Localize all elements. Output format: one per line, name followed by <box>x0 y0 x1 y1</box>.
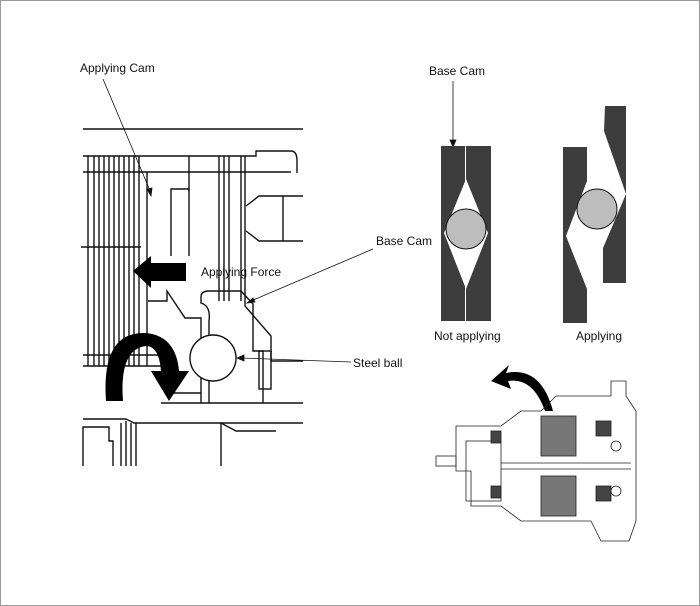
not-applying-cam <box>441 146 491 321</box>
rotation-arrow-icon <box>105 332 189 401</box>
steel-ball-left <box>189 334 237 382</box>
leader-lines <box>102 78 457 363</box>
label-not-applying: Not applying <box>434 329 501 343</box>
mechanism-cross-section <box>81 128 303 466</box>
label-applying: Applying <box>576 329 623 343</box>
transfer-case-assembly <box>435 380 637 542</box>
curved-arrow-icon <box>491 365 553 411</box>
label-base-cam-top: Base Cam <box>429 64 486 78</box>
applying-force-arrow-icon <box>133 256 186 288</box>
label-applying-cam: Applying Cam <box>80 61 155 75</box>
label-steel-ball: Steel ball <box>353 356 403 370</box>
applying-cam <box>563 106 626 323</box>
label-applying-force: Applying Force <box>201 265 282 279</box>
label-base-cam-left: Base Cam <box>376 234 433 248</box>
